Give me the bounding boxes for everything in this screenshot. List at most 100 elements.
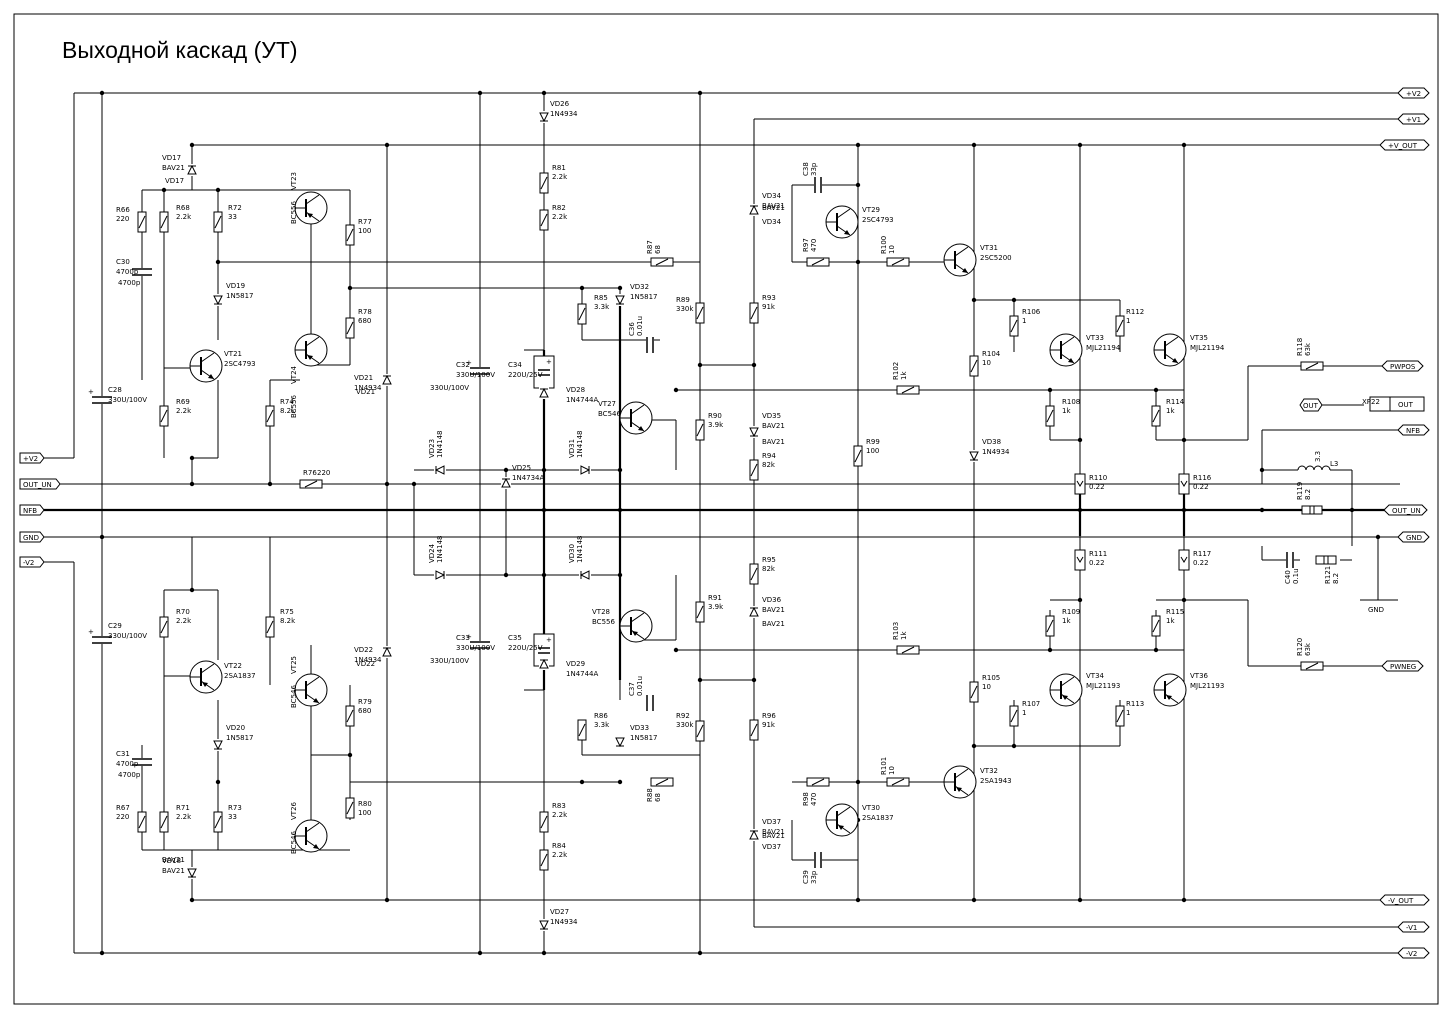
value-label: 1N4734A <box>512 474 545 482</box>
ref-label: VD37 <box>762 818 781 826</box>
value-label: 10 <box>982 359 991 367</box>
junction-dot <box>541 950 547 956</box>
port-plus-v2-right: +V2 <box>1397 87 1430 99</box>
ref-label: R93 <box>762 294 776 302</box>
value-label: 2SC4793 <box>862 216 894 224</box>
svg-text:-V2: -V2 <box>1406 950 1417 958</box>
capacitor-c33 <box>470 641 490 649</box>
ref-label: C29 <box>108 622 122 630</box>
ref-label: R117 <box>1193 550 1211 558</box>
ref-label: VD25 <box>512 464 531 472</box>
resistor-r81 <box>539 172 549 194</box>
port-plus-v-out: +V_OUT <box>1379 139 1430 151</box>
junction-dot <box>189 142 195 148</box>
value-label: 1N5817 <box>630 293 658 301</box>
value-label: 1N4148 <box>576 535 584 563</box>
value-label: 8.2k <box>280 617 296 625</box>
value-label: 680 <box>358 317 371 325</box>
junction-dot <box>189 587 195 593</box>
transistor-vt34 <box>1049 673 1083 707</box>
diode-vd31 <box>579 465 591 475</box>
junction-dot <box>161 187 167 193</box>
junction-dot <box>855 142 861 148</box>
junction-dot <box>267 481 273 487</box>
value-label: 2.2k <box>552 173 568 181</box>
polarity-mark: + <box>88 388 94 396</box>
shunt-r111 <box>1074 549 1086 571</box>
capacitor-c38 <box>814 177 822 193</box>
value-label: 1N4934 <box>550 110 578 118</box>
svg-text:+V2: +V2 <box>1406 90 1421 98</box>
value-label: BAV21 <box>162 856 185 864</box>
port-minus-v2-right: -V2 <box>1397 947 1430 959</box>
resistor-r71 <box>159 811 169 833</box>
value-label: 82k <box>762 461 776 469</box>
ref-label: L3 <box>1330 460 1338 468</box>
value-label: 33 <box>228 813 237 821</box>
resistor-r102 <box>896 385 920 395</box>
diode-vd21 <box>382 374 392 386</box>
ref-label: VD33 <box>630 724 649 732</box>
ref-label: R86 <box>594 712 608 720</box>
transistor-vt30 <box>825 803 859 837</box>
svg-text:+V1: +V1 <box>1406 116 1421 124</box>
resistor-r67 <box>137 811 147 833</box>
port-minus-v1: -V1 <box>1397 921 1430 933</box>
svg-text:PWPOS: PWPOS <box>1390 363 1416 371</box>
value-label: 91k <box>762 303 776 311</box>
polarity-mark: + <box>546 358 552 366</box>
ref-label: R109 <box>1062 608 1080 616</box>
ref-label: VD34 <box>762 192 782 200</box>
value-label: BC556 <box>592 618 615 626</box>
value-label: BAV21 <box>762 438 785 446</box>
value-label: 0.22 <box>1089 483 1105 491</box>
junction-dot <box>503 467 509 473</box>
resistor-r90 <box>695 419 705 441</box>
resistor-r119 <box>1301 505 1323 515</box>
transistor-vt35 <box>1153 333 1187 367</box>
ref-label: R77 <box>358 218 372 226</box>
value-label: 10 <box>888 245 896 254</box>
value-label: MJL21193 <box>1190 682 1224 690</box>
ref-label: VT25 <box>290 656 298 674</box>
junction-dot <box>477 950 483 956</box>
value-label: 4700p <box>118 771 141 779</box>
ref-label: R68 <box>176 204 190 212</box>
junction-dot <box>751 362 757 368</box>
value-label: 1k <box>1062 617 1071 625</box>
resistor-r92 <box>695 720 705 742</box>
resistor-r72 <box>213 211 223 233</box>
junction-dot <box>1011 297 1017 303</box>
ref-label: R116 <box>1193 474 1212 482</box>
resistor-r112 <box>1115 315 1125 337</box>
value-label: 100 <box>358 809 371 817</box>
value-label: 10 <box>982 683 991 691</box>
value-label: 100 <box>358 227 371 235</box>
value-label: BAV21 <box>762 204 785 212</box>
gnd-label: GND <box>1368 606 1384 614</box>
ref-label: R98 <box>802 792 810 806</box>
transistor-vt27 <box>619 401 653 435</box>
ref-label: R84 <box>552 842 566 850</box>
ref-label: VD28 <box>566 386 585 394</box>
value-label: BC556 <box>290 201 298 224</box>
ref-label: VT24 <box>290 365 298 384</box>
ref-label: VD31 <box>568 439 576 458</box>
ref-label: R103 <box>892 622 900 640</box>
diode-vd29 <box>539 658 549 670</box>
ref-label: R80 <box>358 800 372 808</box>
diode-vd37 <box>749 829 759 841</box>
ref-label: VD35 <box>762 412 781 420</box>
resistor-r101 <box>886 777 910 787</box>
diode-vd36 <box>749 606 759 618</box>
ref-label: R73 <box>228 804 242 812</box>
ref-label: VT29 <box>862 206 880 214</box>
svg-text:-V2: -V2 <box>23 559 34 567</box>
junction-dot <box>189 897 195 903</box>
value-label: 1N5817 <box>226 292 254 300</box>
junction-dot <box>503 572 509 578</box>
value-label: 8.2 <box>1304 489 1312 500</box>
polarity-mark: + <box>466 359 472 367</box>
value-label: 2.2k <box>552 213 568 221</box>
value-label: 4700p <box>116 760 139 768</box>
